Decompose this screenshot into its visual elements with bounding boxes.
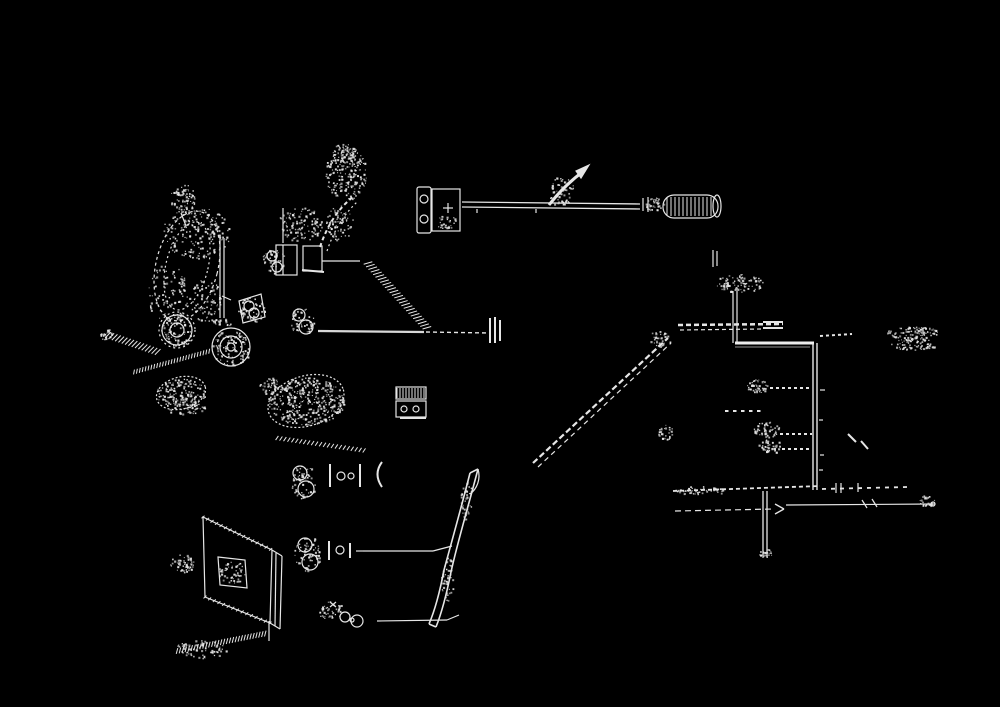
bolt-washer-c <box>294 537 321 573</box>
screw-leader-3 <box>758 439 809 454</box>
nut-washer-a <box>290 308 316 335</box>
screw-top-left <box>171 184 196 227</box>
diagonal-dashed-shaft <box>532 330 672 468</box>
far-right-streaks <box>887 326 938 351</box>
upper-dashed-bar <box>677 321 784 331</box>
small-mark-left <box>658 424 674 441</box>
annotation-arrow <box>547 163 591 206</box>
rod-connector <box>642 197 666 212</box>
bottom-dashed-line <box>672 483 936 508</box>
starter-loop <box>148 208 231 328</box>
clutch-drum <box>211 327 251 367</box>
screw-leader-1 <box>747 379 809 394</box>
thick-crossbar <box>735 341 814 348</box>
trigger-pin <box>712 250 764 343</box>
handle-grip <box>662 194 722 219</box>
mount-plate <box>170 515 283 660</box>
vertical-shaft <box>812 333 853 490</box>
ignition-cluster <box>325 143 367 201</box>
sprocket-gear <box>158 311 196 349</box>
curved-guard-blade <box>428 468 480 628</box>
bottom-center-line <box>674 498 936 515</box>
clamp-bracket <box>262 207 325 276</box>
washer-set-d <box>319 601 460 628</box>
carburetor-cluster <box>259 373 366 453</box>
bearing-block <box>238 293 267 324</box>
fuel-hose-arc <box>319 196 358 252</box>
screw-leader-2 <box>753 421 812 439</box>
rod-clamp <box>416 186 461 234</box>
throttle-cable <box>317 260 501 343</box>
bracket-small <box>395 386 427 419</box>
vertical-leader-bottom <box>759 491 773 559</box>
bolt-washer-b <box>291 465 316 500</box>
tick-marks-right <box>847 433 869 450</box>
muffler-cluster <box>155 375 207 416</box>
bolt-c-with-leader <box>328 541 453 560</box>
threaded-bolt <box>100 329 161 356</box>
bolt-b <box>329 461 383 488</box>
threaded-rod <box>133 348 211 375</box>
leader-lines-left <box>212 238 232 327</box>
